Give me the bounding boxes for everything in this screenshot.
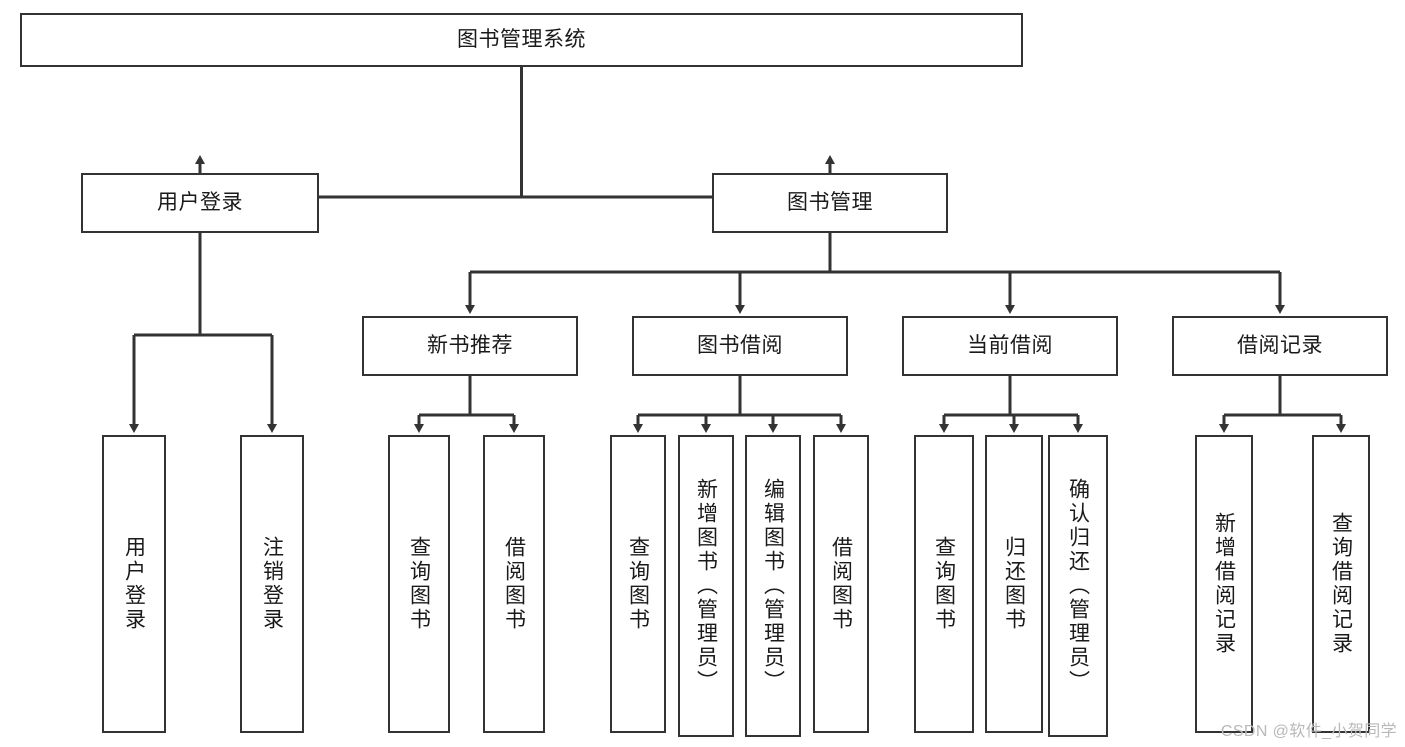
node-borrow-record[interactable]: 借阅记录 <box>1172 316 1388 376</box>
node-leaf-query-book-1[interactable]: 查询图书 <box>388 435 450 733</box>
node-leaf-logout[interactable]: 注销登录 <box>240 435 304 733</box>
node-new-book-recommend-label: 新书推荐 <box>427 334 513 358</box>
node-leaf-edit-book-label: 编辑图书（管理员） <box>761 478 785 694</box>
node-leaf-return-book[interactable]: 归还图书 <box>985 435 1043 733</box>
node-leaf-edit-book[interactable]: 编辑图书（管理员） <box>745 435 801 737</box>
node-user-login-label: 用户登录 <box>157 191 243 215</box>
node-root-label: 图书管理系统 <box>457 28 586 52</box>
node-leaf-borrow-book-2-label: 借阅图书 <box>829 536 853 632</box>
node-leaf-query-record-label: 查询借阅记录 <box>1329 512 1353 656</box>
node-borrow-record-label: 借阅记录 <box>1237 334 1323 358</box>
node-leaf-return-book-label: 归还图书 <box>1002 536 1026 632</box>
node-book-borrow-label: 图书借阅 <box>697 334 783 358</box>
node-leaf-add-book-label: 新增图书（管理员） <box>694 478 718 694</box>
node-leaf-query-book-3-label: 查询图书 <box>932 536 956 632</box>
node-user-login[interactable]: 用户登录 <box>81 173 319 233</box>
node-root[interactable]: 图书管理系统 <box>20 13 1023 67</box>
node-leaf-query-book-1-label: 查询图书 <box>407 536 431 632</box>
node-leaf-borrow-book-1-label: 借阅图书 <box>502 536 526 632</box>
node-leaf-add-record[interactable]: 新增借阅记录 <box>1195 435 1253 733</box>
node-leaf-add-record-label: 新增借阅记录 <box>1212 512 1236 656</box>
node-leaf-user-login-label: 用户登录 <box>122 536 146 632</box>
node-current-borrow-label: 当前借阅 <box>967 334 1053 358</box>
node-leaf-confirm-return[interactable]: 确认归还（管理员） <box>1048 435 1108 737</box>
node-leaf-user-login[interactable]: 用户登录 <box>102 435 166 733</box>
node-leaf-borrow-book-2[interactable]: 借阅图书 <box>813 435 869 733</box>
node-book-manage[interactable]: 图书管理 <box>712 173 948 233</box>
node-book-borrow[interactable]: 图书借阅 <box>632 316 848 376</box>
node-leaf-query-book-2-label: 查询图书 <box>626 536 650 632</box>
node-book-manage-label: 图书管理 <box>787 191 873 215</box>
node-leaf-add-book[interactable]: 新增图书（管理员） <box>678 435 734 737</box>
node-current-borrow[interactable]: 当前借阅 <box>902 316 1118 376</box>
node-new-book-recommend[interactable]: 新书推荐 <box>362 316 578 376</box>
node-leaf-borrow-book-1[interactable]: 借阅图书 <box>483 435 545 733</box>
node-leaf-query-book-3[interactable]: 查询图书 <box>914 435 974 733</box>
node-leaf-logout-label: 注销登录 <box>260 536 284 632</box>
node-leaf-query-book-2[interactable]: 查询图书 <box>610 435 666 733</box>
node-leaf-query-record[interactable]: 查询借阅记录 <box>1312 435 1370 733</box>
node-leaf-confirm-return-label: 确认归还（管理员） <box>1066 478 1090 694</box>
